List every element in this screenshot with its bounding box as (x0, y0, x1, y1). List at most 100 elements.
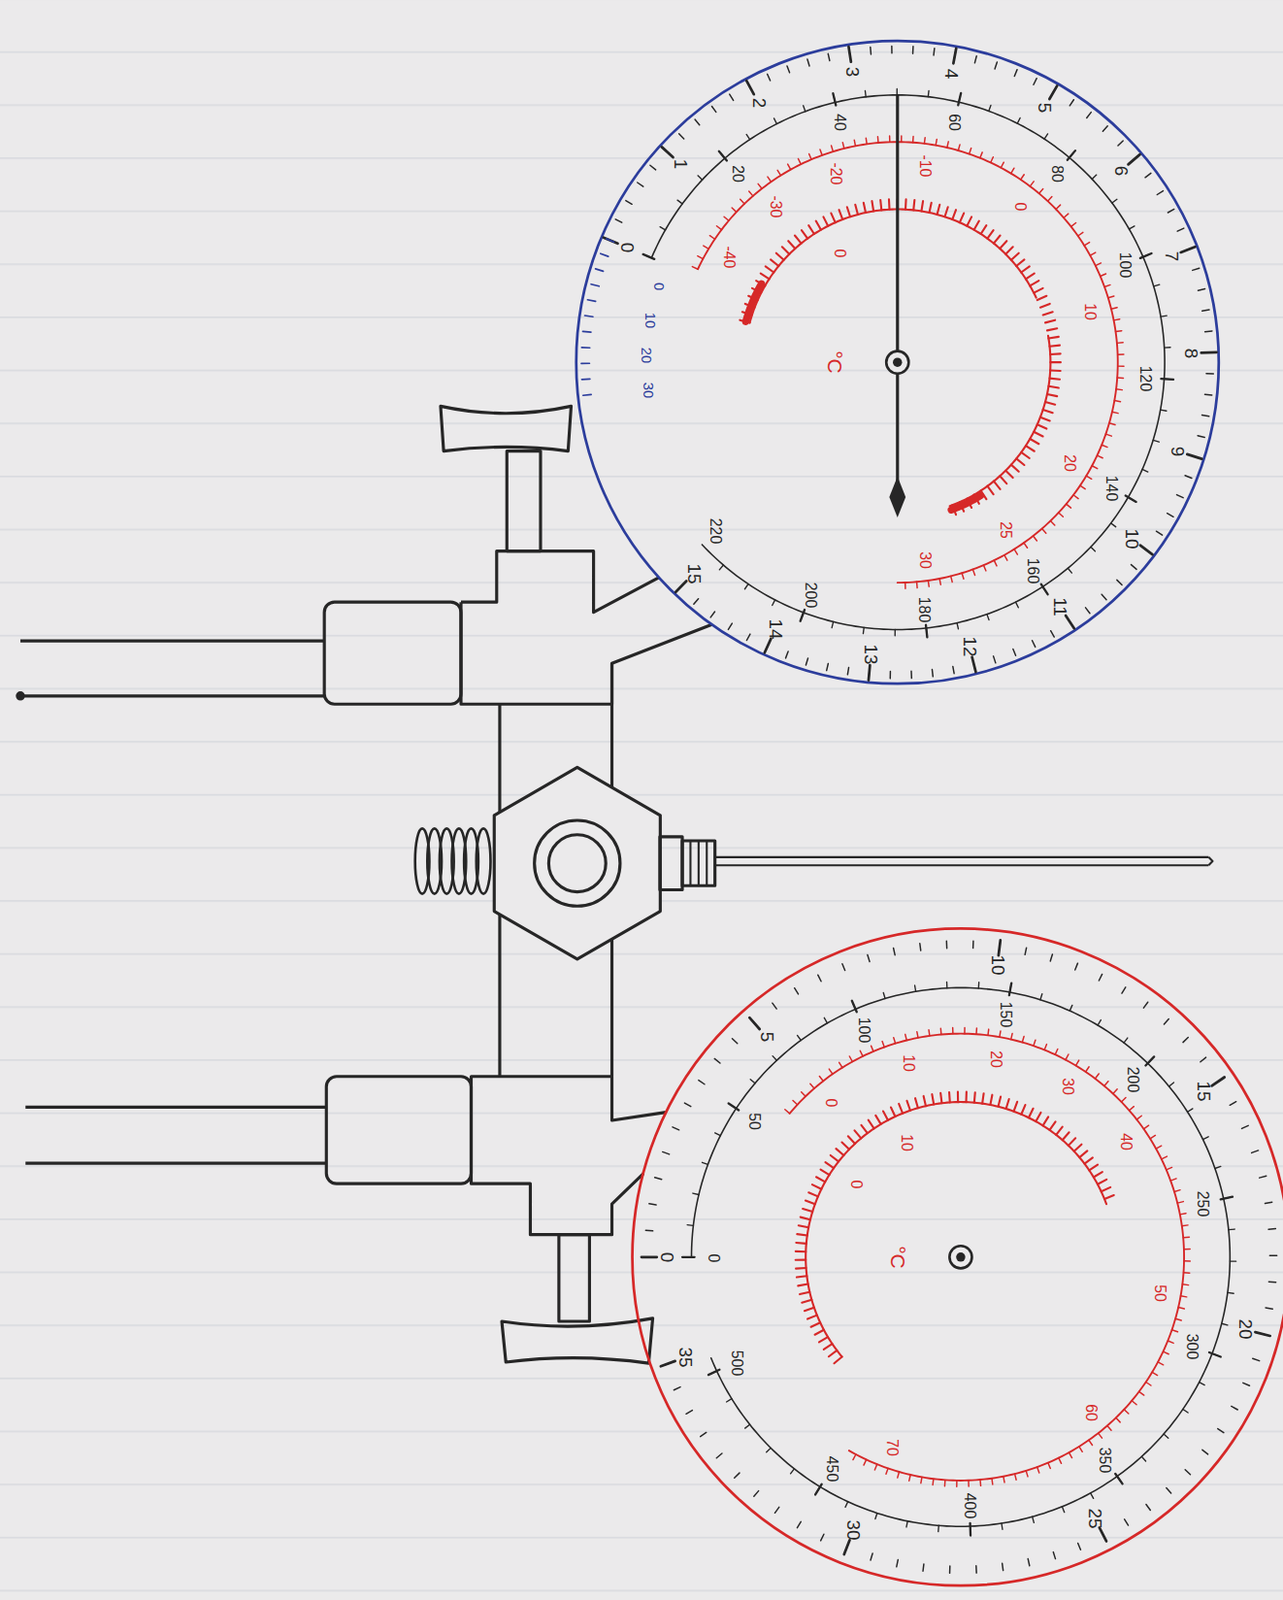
temperature-tick (974, 221, 980, 231)
scale-tick (1112, 198, 1118, 203)
scale-tick (1177, 494, 1185, 498)
scale-tick (1091, 174, 1097, 179)
scale-tick (1085, 607, 1090, 614)
scale-tick (845, 1501, 849, 1508)
scale-tick (1227, 1291, 1234, 1294)
temperature-tick (1029, 438, 1039, 444)
pressure-number: 10 (987, 954, 1007, 976)
temperature-tick (1104, 1081, 1109, 1086)
scale-tick (867, 954, 870, 961)
temperature-tick (1112, 411, 1119, 413)
scale-tick (937, 1524, 940, 1531)
temperature-tick (795, 1266, 806, 1270)
psi-number: 400 (961, 1492, 978, 1518)
temperature-tick (801, 1091, 806, 1097)
hex-nut (493, 766, 660, 959)
temperature-tick (998, 1096, 1002, 1107)
pressure-number: 15 (1194, 1081, 1214, 1102)
scale-tick (953, 48, 956, 64)
temperature-tick (798, 1224, 809, 1227)
temperature-tick (795, 1258, 807, 1261)
temperature-tick (1084, 1156, 1092, 1163)
temperature-arc (950, 335, 1052, 506)
scale-tick (1229, 1259, 1236, 1261)
scale-tick (896, 89, 898, 96)
scale-tick (1183, 1036, 1188, 1042)
scale-tick (1259, 1175, 1267, 1178)
temperature-tick (1175, 1317, 1182, 1320)
temperature-tick (802, 1208, 813, 1212)
scale-tick (603, 46, 1218, 681)
scale-tick (1153, 284, 1160, 287)
scale-tick (949, 1565, 952, 1573)
scale-tick (729, 94, 734, 100)
scale-tick (786, 651, 790, 658)
temperature-tick (1085, 1066, 1090, 1072)
temperature-tick (1181, 1295, 1187, 1297)
temperature-tick (1131, 1400, 1137, 1405)
temperature-tick (1111, 307, 1118, 310)
temperature-tick (989, 1094, 992, 1105)
temperature-tick (1118, 364, 1124, 367)
temperature-tick (1100, 273, 1107, 276)
scale-tick (1069, 1004, 1073, 1011)
temperature-tick (822, 216, 828, 226)
temperature-tick (1029, 181, 1034, 187)
pressure-number: 4 (942, 67, 961, 79)
temperature-tick (853, 1453, 856, 1460)
scale-tick (946, 981, 949, 987)
temperature-tick (904, 582, 907, 589)
temperature-tick (1011, 464, 1020, 472)
temperature-tick (863, 1458, 867, 1465)
scale-tick (767, 73, 771, 81)
temperature-tick (982, 1092, 984, 1103)
temperature-tick (767, 176, 772, 182)
temperature-tick (986, 230, 993, 239)
psi-number: 120 (1137, 365, 1153, 392)
temperature-tick (1116, 388, 1122, 391)
temperature-tick (1037, 424, 1048, 428)
temperature-tick (842, 142, 845, 149)
temperature-tick (795, 1241, 806, 1245)
temperature-tick (1014, 549, 1018, 555)
temperature-tick (1073, 494, 1079, 499)
scale-tick (968, 1522, 972, 1536)
temperature-tick (1048, 386, 1058, 389)
scale-tick (714, 1057, 721, 1063)
temperature-tick (993, 559, 997, 566)
vacuum-tick (606, 238, 615, 242)
temperature-tick (860, 1124, 867, 1133)
temperature-arc (745, 283, 761, 322)
psi-number: 180 (916, 596, 932, 623)
scale-tick (603, 237, 619, 244)
temperature-tick (800, 1217, 811, 1220)
temperature-tick (1050, 352, 1060, 356)
hose-nut (326, 1076, 471, 1184)
scale-tick (716, 1452, 723, 1458)
temperature-tick (816, 1176, 825, 1182)
scale-tick (807, 59, 810, 66)
vacuum-tick (585, 315, 593, 317)
temperature-tick (1014, 1101, 1019, 1112)
scale-tick (1097, 1019, 1101, 1025)
temperature-tick (1029, 280, 1039, 286)
temperature-tick (1108, 296, 1115, 298)
scale-tick (1252, 1357, 1260, 1360)
temperature-tick (1043, 409, 1053, 413)
scale-tick (1183, 1408, 1188, 1413)
temperature-tick (1161, 1155, 1168, 1159)
temperature-tick (819, 1075, 823, 1081)
scale-tick (1049, 85, 1057, 99)
scale-tick (906, 1520, 908, 1527)
temperature-tick (703, 245, 709, 249)
scale-tick (796, 1520, 801, 1527)
scale-tick (1192, 267, 1200, 270)
scale-tick (1229, 1101, 1236, 1106)
temperature-tick (1089, 252, 1096, 256)
scale-tick (1009, 983, 1012, 995)
scale-tick (693, 598, 699, 605)
temperature-tick (1044, 1044, 1047, 1051)
needle-tip (888, 476, 906, 518)
